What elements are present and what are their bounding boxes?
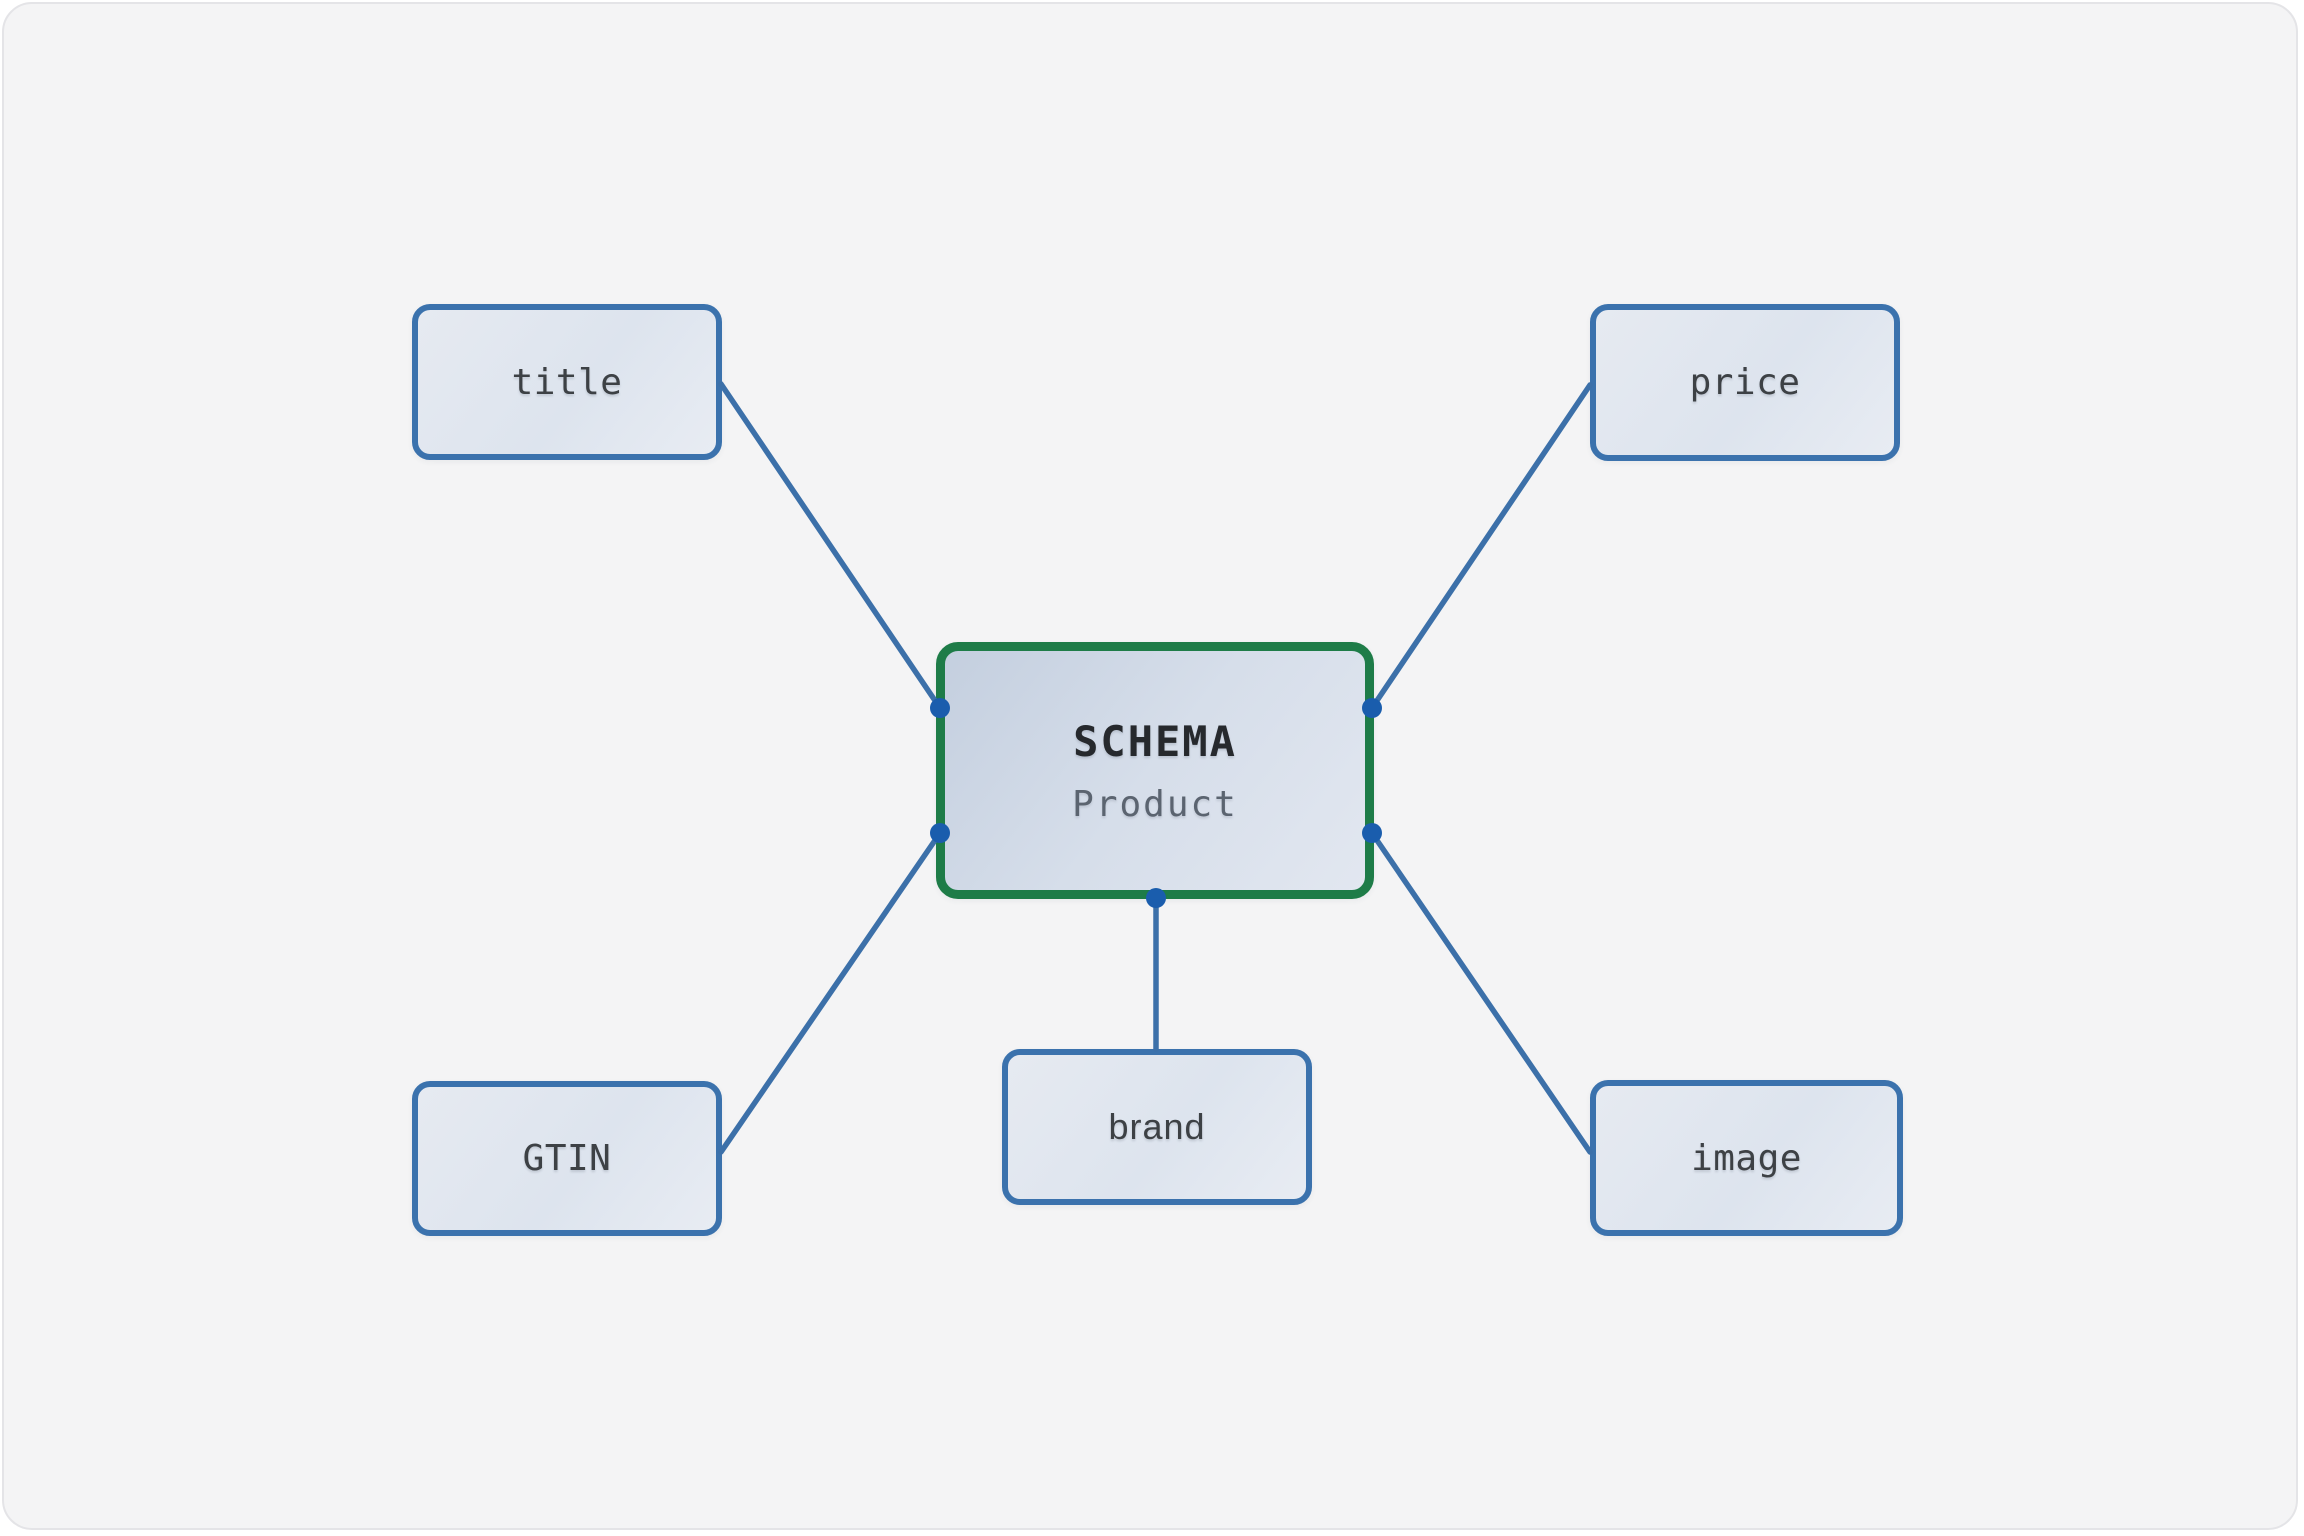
node-price-label: price — [1689, 362, 1801, 403]
node-gtin[interactable]: GTIN — [412, 1081, 722, 1236]
connector-title-to-schema[interactable] — [718, 381, 943, 711]
node-price[interactable]: price — [1590, 304, 1900, 461]
node-title-label: title — [511, 361, 623, 403]
node-title[interactable]: title — [412, 304, 722, 460]
center-node-title: SCHEMA — [1073, 716, 1237, 766]
node-gtin-label: GTIN — [522, 1138, 612, 1179]
center-node-subtitle: Product — [1072, 783, 1238, 825]
connector-gtin-to-schema[interactable] — [718, 830, 943, 1155]
node-image[interactable]: image — [1590, 1080, 1903, 1236]
node-brand[interactable]: brand — [1002, 1049, 1312, 1205]
node-brand-label: brand — [1108, 1106, 1206, 1147]
node-image-label: image — [1691, 1137, 1802, 1179]
node-schema-product[interactable]: SCHEMA Product — [936, 642, 1374, 899]
connector-price-to-schema[interactable] — [1369, 382, 1593, 711]
connector-image-to-schema[interactable] — [1369, 830, 1593, 1155]
